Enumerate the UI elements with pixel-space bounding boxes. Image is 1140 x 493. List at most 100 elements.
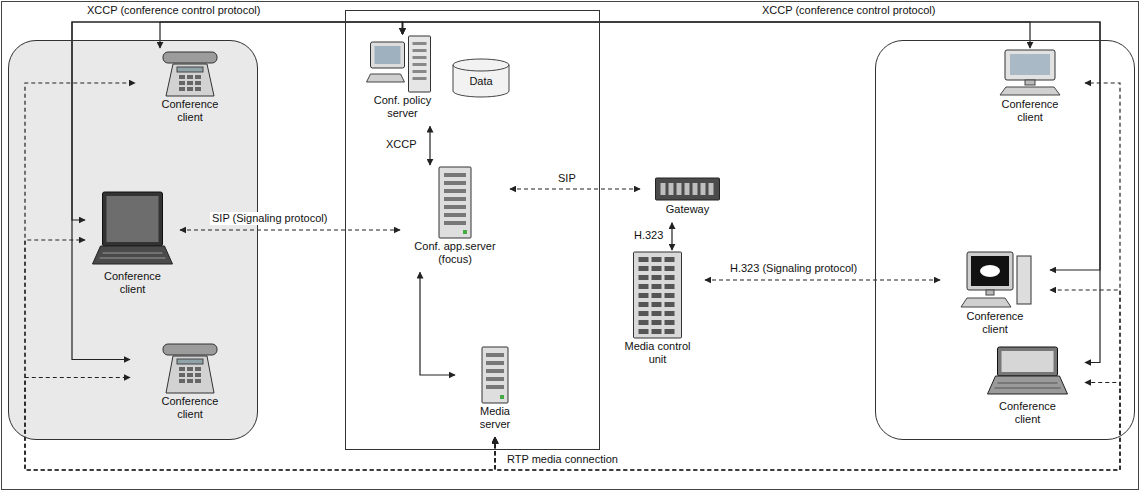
- gateway: Gateway: [640, 175, 735, 223]
- icon-part: [413, 42, 427, 45]
- icon-part: [665, 320, 675, 325]
- device-icon: [455, 345, 535, 405]
- icon-part: [998, 347, 1058, 376]
- icon-part: [107, 196, 159, 242]
- icon-part: [444, 221, 466, 225]
- icon-part: [652, 311, 662, 316]
- icon-part: [988, 376, 1068, 394]
- connector: [671, 223, 672, 250]
- node-label: Conference client: [997, 98, 1063, 123]
- icon-part: [486, 385, 504, 389]
- icon-part: [652, 320, 662, 325]
- icon-part: [669, 183, 674, 195]
- icon-part: [639, 302, 649, 307]
- icon-part: [103, 192, 163, 246]
- app-server: Conf. app.server (focus): [400, 165, 510, 272]
- icon-part: [1017, 256, 1031, 304]
- icon-part: [486, 353, 504, 357]
- icon-part: [1005, 50, 1055, 80]
- conference-client: Conference client: [970, 345, 1085, 432]
- icon-part: [639, 311, 649, 316]
- icon-part: [685, 183, 690, 195]
- connector: [403, 22, 1101, 363]
- icon-part: [639, 284, 649, 289]
- icon-part: [693, 183, 698, 195]
- icon-part: [980, 265, 1000, 277]
- icon-part: [652, 275, 662, 280]
- icon-part: [187, 87, 193, 91]
- media-control-unit: Media control unit: [610, 250, 705, 372]
- protocol-label: XCCP (conference control protocol): [85, 4, 262, 17]
- icon-part: [179, 87, 185, 91]
- policy-server: Conf. policy server: [355, 34, 450, 126]
- icon-part: [179, 373, 185, 377]
- icon-part: [652, 329, 662, 334]
- icon-part: [375, 46, 401, 64]
- icon-part: [166, 356, 214, 393]
- icon-part: [998, 383, 1058, 384]
- icon-part: [634, 252, 682, 338]
- icon-part: [409, 36, 431, 92]
- icon-part: [187, 75, 193, 79]
- icon-part: [656, 178, 720, 200]
- connector: [403, 22, 1031, 48]
- dashed-connector: [25, 378, 495, 471]
- icon-part: [413, 49, 427, 52]
- icon-part: [639, 266, 649, 271]
- icon-part: [413, 70, 427, 73]
- dashed-connector: [495, 290, 1120, 470]
- media-server: Media server: [455, 345, 535, 437]
- icon-part: [195, 367, 201, 371]
- icon-part: [187, 81, 193, 85]
- icon-part: [652, 257, 662, 262]
- icon-part: [486, 361, 504, 365]
- device-icon: [640, 175, 735, 203]
- icon-part: [652, 302, 662, 307]
- icon-part: [986, 290, 994, 295]
- icon-part: [639, 293, 649, 298]
- device-icon: [85, 190, 180, 270]
- dashed-connector: [495, 83, 1120, 470]
- connector: [160, 22, 403, 48]
- connector: [72, 22, 403, 360]
- conference-client: Conference client: [940, 250, 1050, 342]
- icon-part: [444, 205, 466, 209]
- icon-part: [639, 320, 649, 325]
- icon-part: [961, 298, 1011, 307]
- icon-part: [665, 329, 675, 334]
- database: Data: [452, 58, 510, 98]
- connector: [429, 126, 430, 165]
- device-icon: [135, 48, 245, 98]
- device-icon: [355, 34, 450, 94]
- device-icon: [940, 250, 1050, 310]
- icon-part: [163, 344, 217, 355]
- node-label: Gateway: [643, 203, 733, 216]
- icon-part: [177, 67, 203, 72]
- conference-client: Conference client: [135, 48, 245, 130]
- icon-part: [652, 266, 662, 271]
- icon-part: [665, 302, 675, 307]
- icon-part: [444, 213, 466, 217]
- icon-part: [195, 379, 201, 383]
- node-label: Conf. policy server: [367, 94, 439, 119]
- icon-part: [187, 379, 193, 383]
- node-label: Conference client: [100, 270, 166, 295]
- icon-part: [971, 256, 1009, 286]
- icon-part: [179, 75, 185, 79]
- device-icon: [970, 345, 1085, 400]
- conference-client: Conference client: [85, 190, 180, 302]
- node-label: Conf. app.server (focus): [411, 240, 499, 265]
- icon-part: [187, 373, 193, 377]
- conference-client: Conference client: [975, 48, 1085, 130]
- dashed-connector: [25, 240, 495, 470]
- icon-part: [100, 258, 166, 259]
- icon-part: [463, 230, 467, 234]
- icon-part: [995, 388, 1061, 389]
- icon-part: [93, 246, 173, 264]
- icon-part: [709, 183, 714, 195]
- icon-part: [665, 293, 675, 298]
- icon-part: [1000, 87, 1060, 95]
- icon-part: [177, 359, 203, 364]
